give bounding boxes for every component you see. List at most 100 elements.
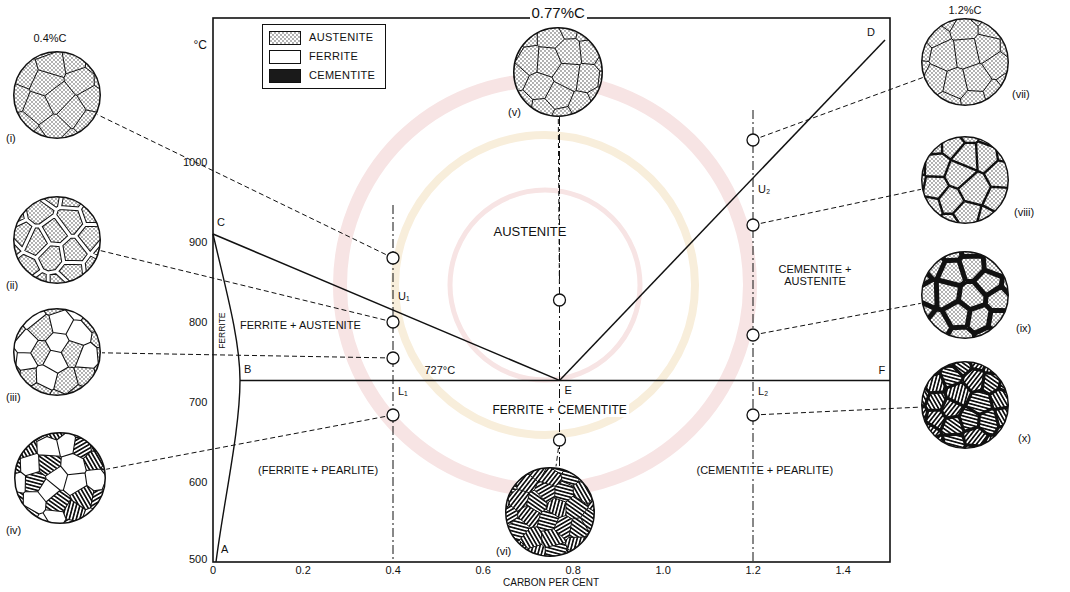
grain-field bbox=[13, 51, 101, 139]
axis-tick-label: 0.4 bbox=[386, 564, 401, 576]
micrograph bbox=[13, 308, 101, 396]
micrograph-svg bbox=[13, 51, 101, 139]
state-point-marker bbox=[747, 134, 759, 146]
composition-heading: 1.2%C bbox=[949, 4, 982, 16]
legend-box: AUSTENITE FERRITE CEMENTITE bbox=[262, 24, 386, 89]
state-point-marker bbox=[387, 252, 399, 264]
micrograph-svg bbox=[13, 308, 101, 396]
micrograph-circle: (viii) bbox=[921, 136, 1009, 224]
legend-swatch-pattern bbox=[270, 32, 300, 44]
micrograph-circle: (i) bbox=[13, 51, 101, 139]
grain bbox=[64, 67, 94, 95]
micrograph-outline bbox=[922, 252, 1009, 339]
point-letter: C bbox=[217, 216, 225, 228]
legend-row: AUSTENITE bbox=[269, 28, 375, 47]
micrograph bbox=[921, 18, 1009, 106]
grain-field bbox=[921, 251, 1009, 339]
grain bbox=[515, 45, 539, 75]
point-letter: U₁ bbox=[398, 290, 410, 302]
axis-title: CARBON PER CENT bbox=[503, 577, 599, 588]
micrograph-svg bbox=[921, 251, 1009, 339]
legend-swatch bbox=[269, 69, 301, 83]
leader-line bbox=[106, 416, 385, 469]
leader-line bbox=[97, 115, 385, 255]
micrograph-svg bbox=[14, 432, 106, 524]
state-point-marker bbox=[387, 409, 399, 421]
state-point-marker bbox=[747, 409, 759, 421]
phase-region-label: (CEMENTITE + PEARLITE) bbox=[695, 464, 836, 476]
axis-tick-label: 1.4 bbox=[836, 564, 851, 576]
eutectoid-line bbox=[240, 380, 890, 382]
micrograph bbox=[513, 27, 603, 117]
phase-region-label: FERRITE + AUSTENITE bbox=[240, 319, 361, 331]
axis-tick-label: 0.8 bbox=[566, 564, 581, 576]
micrograph bbox=[921, 136, 1009, 224]
grain-boundary bbox=[921, 251, 1009, 339]
legend-text: CEMENTITE bbox=[309, 69, 375, 81]
phase-region-label: FERRITE + CEMENTITE bbox=[491, 404, 629, 417]
legend-row: CEMENTITE bbox=[269, 66, 375, 85]
micrograph-circle: (ix) bbox=[921, 251, 1009, 339]
grain-boundary bbox=[921, 361, 1009, 449]
micrograph-circle: (iv) bbox=[14, 432, 106, 524]
grain-boundary bbox=[14, 432, 106, 524]
grain-boundary bbox=[13, 196, 101, 284]
micrograph-circle: (iii) bbox=[13, 308, 101, 396]
micrograph-number: (vii) bbox=[1012, 88, 1030, 100]
micrograph-circle: (vii) bbox=[921, 18, 1009, 106]
stipple-fill bbox=[270, 32, 300, 44]
phase-region-label: CEMENTITE + AUSTENITE bbox=[765, 263, 865, 287]
point-letter: A bbox=[221, 543, 228, 555]
state-point-marker bbox=[747, 219, 759, 231]
leader-line bbox=[761, 303, 921, 333]
micrograph-number: (viii) bbox=[1014, 206, 1034, 218]
axis-tick-label: 1000 bbox=[183, 156, 207, 168]
grain-boundary bbox=[921, 18, 1009, 106]
leader-lines bbox=[97, 78, 922, 470]
micrograph-outline bbox=[922, 362, 1009, 449]
point-letter: L₂ bbox=[758, 385, 768, 397]
axis-tick-label: 0 bbox=[210, 564, 216, 576]
micrograph-number: (iii) bbox=[6, 391, 21, 403]
a3-line bbox=[213, 234, 560, 380]
axis-tick-label: 700 bbox=[189, 396, 207, 408]
micrograph-outline bbox=[14, 197, 101, 284]
grain-field bbox=[505, 467, 595, 557]
micrograph-circle: (v) bbox=[513, 27, 603, 117]
grain-field bbox=[13, 196, 101, 284]
leader-line bbox=[761, 407, 920, 415]
micrograph-svg bbox=[921, 136, 1009, 224]
acm-line bbox=[560, 40, 886, 380]
state-point-marker bbox=[747, 329, 759, 341]
watermark bbox=[340, 80, 750, 490]
micrograph-number: (x) bbox=[1018, 432, 1031, 444]
point-letter: L₁ bbox=[398, 385, 408, 397]
temperature-label: 727°C bbox=[425, 364, 456, 376]
axis-tick-label: 0.2 bbox=[296, 564, 311, 576]
watermark-ring bbox=[450, 190, 640, 380]
legend-text: AUSTENITE bbox=[309, 31, 373, 43]
grain-field bbox=[921, 136, 1009, 224]
micrograph-number: (ix) bbox=[1016, 322, 1031, 334]
grain-field bbox=[13, 308, 101, 396]
state-points bbox=[387, 134, 759, 446]
grain bbox=[513, 27, 537, 47]
micrograph bbox=[921, 361, 1009, 449]
phase-region-label: AUSTENITE bbox=[492, 225, 569, 239]
micrograph-outline bbox=[922, 137, 1009, 224]
grain-boundary bbox=[13, 51, 101, 139]
phase-region-label: (FERRITE + PEARLITE) bbox=[256, 464, 380, 476]
leader-line bbox=[761, 189, 921, 223]
micrograph-circle: (vi) bbox=[505, 467, 595, 557]
leader-line bbox=[101, 251, 386, 320]
micrograph-svg bbox=[921, 18, 1009, 106]
axis-tick-label: 500 bbox=[189, 553, 207, 565]
grain bbox=[507, 517, 531, 541]
axis-tick-label: 1.0 bbox=[656, 564, 671, 576]
grain-boundary bbox=[513, 27, 603, 117]
micrograph-outline bbox=[922, 19, 1009, 106]
legend-row: FERRITE bbox=[269, 47, 375, 66]
micrograph-outline bbox=[14, 309, 101, 396]
state-point-marker bbox=[387, 316, 399, 328]
